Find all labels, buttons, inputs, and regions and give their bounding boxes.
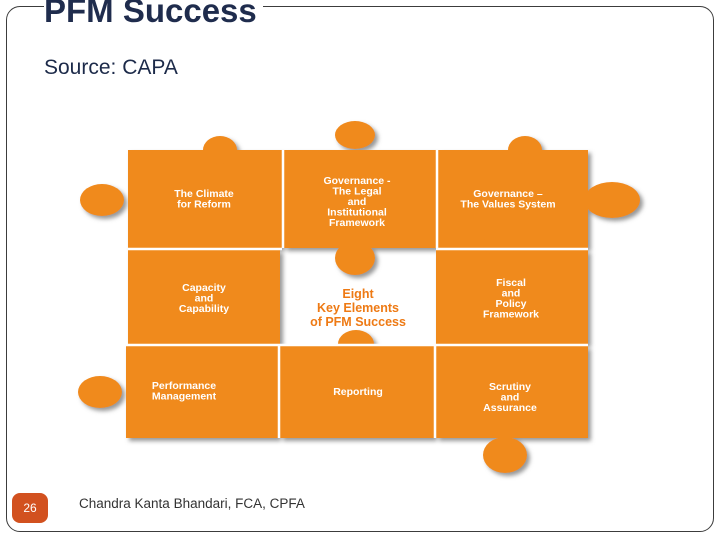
label-line: for Reform [177,199,231,211]
slide-subtitle: Source: CAPA [44,56,178,79]
label-line: Governance – [473,188,543,200]
label-line: and [195,293,214,305]
label-line: The Values System [460,199,555,211]
label-line: Eight [342,287,374,301]
label-line: of PFM Success [310,315,406,329]
label-line: Institutional [327,207,387,219]
label-line: Assurance [483,402,537,414]
label-line: Policy [496,298,527,310]
label-line: and [348,196,367,208]
label-line: and [501,392,520,404]
label-line: Key Elements [317,301,399,315]
label-line: Fiscal [496,277,526,289]
label-line: Performance [152,380,216,392]
label-line: Framework [483,309,539,321]
label-line: The Climate [174,188,234,200]
puzzle-piece-scrutiny-assurance [436,346,588,473]
puzzle-piece-governance-legal [284,121,436,275]
label-line: Capability [179,303,229,315]
label-line: Management [152,391,217,403]
puzzle-piece-fiscal-policy [436,232,588,344]
slide-title: PFM Success [44,0,263,30]
piece-label-reporting: Reporting [333,386,383,398]
label-line: Capacity [182,282,226,294]
label-line: Scrutiny [489,381,531,393]
page-number-badge: 26 [12,493,48,523]
slide-frame [6,6,714,532]
puzzle-piece-climate-for-reform [80,136,282,248]
puzzle-piece-governance-values [438,136,640,248]
piece-label-governance-values: Governance –The Values System [460,188,555,211]
label-line: Framework [329,217,385,229]
label-line: and [502,288,521,300]
puzzle-seams [126,150,588,438]
footer-author: Chandra Kanta Bhandari, FCA, CPFA [79,496,305,511]
label-line: The Legal [332,186,381,198]
label-line: Reporting [333,386,383,398]
puzzle-piece-performance-management [78,337,278,438]
puzzle-piece-capacity [128,226,280,344]
label-line: Governance - [323,175,391,187]
